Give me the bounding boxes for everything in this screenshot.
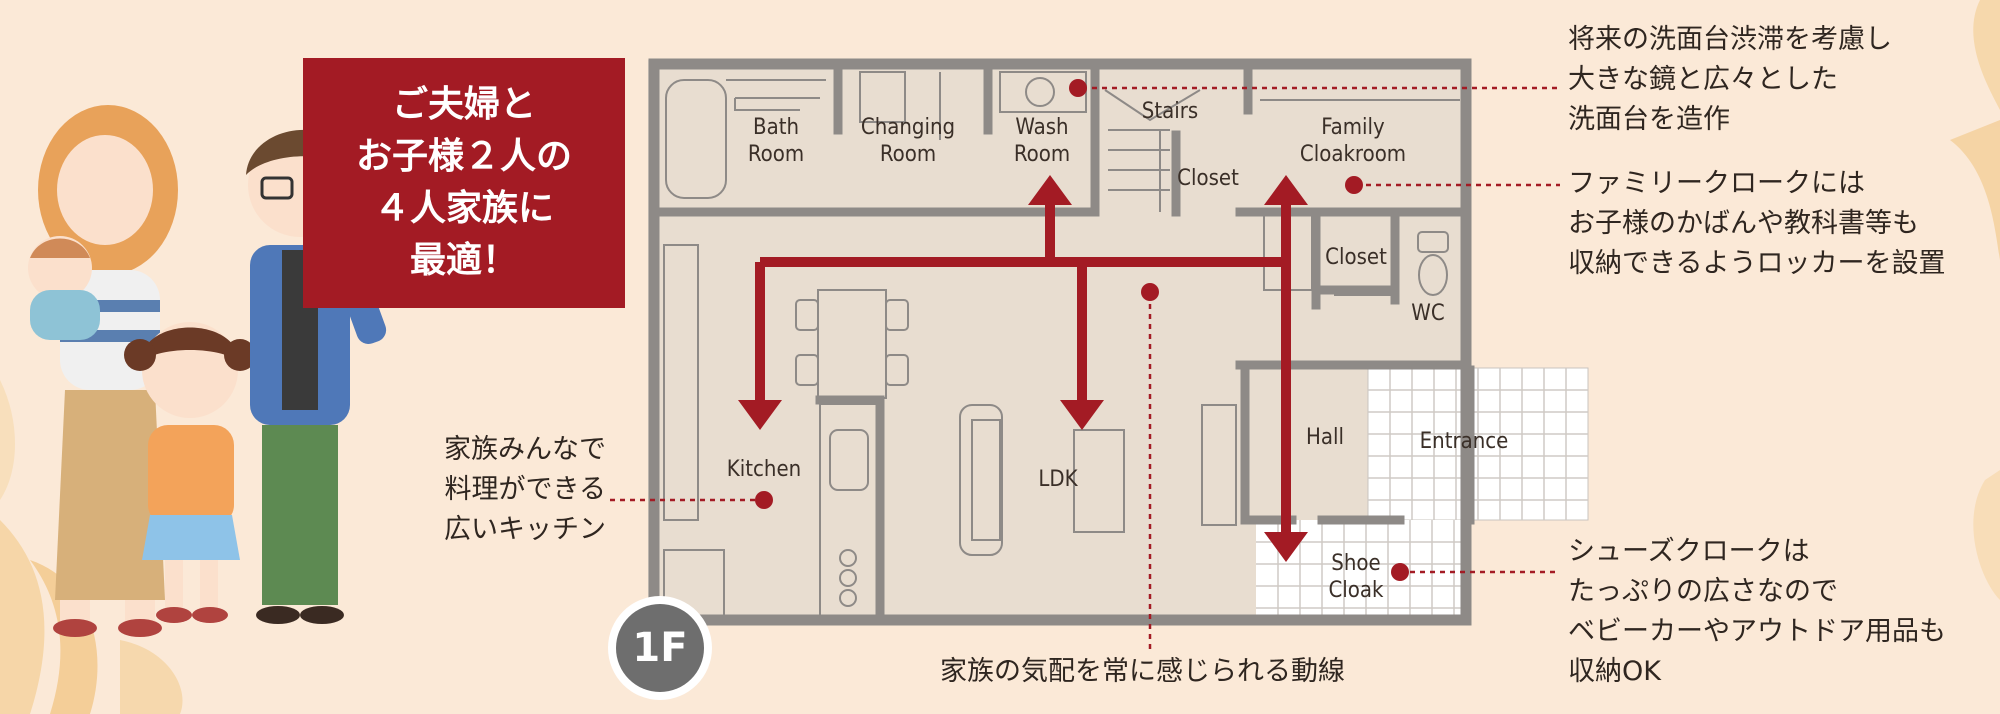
family-fit-badge: ご夫婦と お子様２人の ４人家族に 最適！ [303,58,625,308]
note-shoe-cloak: シューズクロークは たっぷりの広さなので ベビーカーやアウトドア用品も 収納OK [1568,536,1946,687]
room-label-closet-upper: Closet [1177,166,1239,191]
room-label-wc: WC [1411,301,1445,326]
floor-badge: 1F [608,596,712,700]
room-label-kitchen: Kitchen [726,457,802,482]
room-label-stairs: Stairs [1141,99,1199,124]
room-label-shoe-cloak: Shoe Cloak [1328,551,1384,603]
leaf-decoration-left [0,380,183,714]
room-label-bath: Bath Room [747,115,805,167]
note-kitchen: 家族みんなで 料理ができる 広いキッチン [444,434,606,545]
floor-badge-label: 1F [616,604,704,692]
room-label-changing: Changing Room [860,115,956,167]
room-label-family-cloakroom: Family Cloakroom [1299,115,1407,167]
leaf-decoration-right [1950,0,2000,600]
floor-plan [610,58,1589,650]
entrance-tiles [1256,367,1589,620]
room-label-closet-lower: Closet [1325,245,1387,270]
note-ldk-circulation: 家族の気配を常に感じられる動線 [940,656,1345,687]
room-label-wash: Wash Room [1013,115,1071,167]
room-label-ldk: LDK [1038,467,1078,492]
note-family-cloakroom: ファミリークロークには お子様のかばんや教科書等も 収納できるようロッカーを設置 [1568,168,1946,279]
room-label-hall: Hall [1305,425,1345,450]
room-label-entrance: Entrance [1419,429,1509,454]
note-wash-room: 将来の洗面台渋滞を考慮し 大きな鏡と広々とした 洗面台を造作 [1568,24,1892,135]
